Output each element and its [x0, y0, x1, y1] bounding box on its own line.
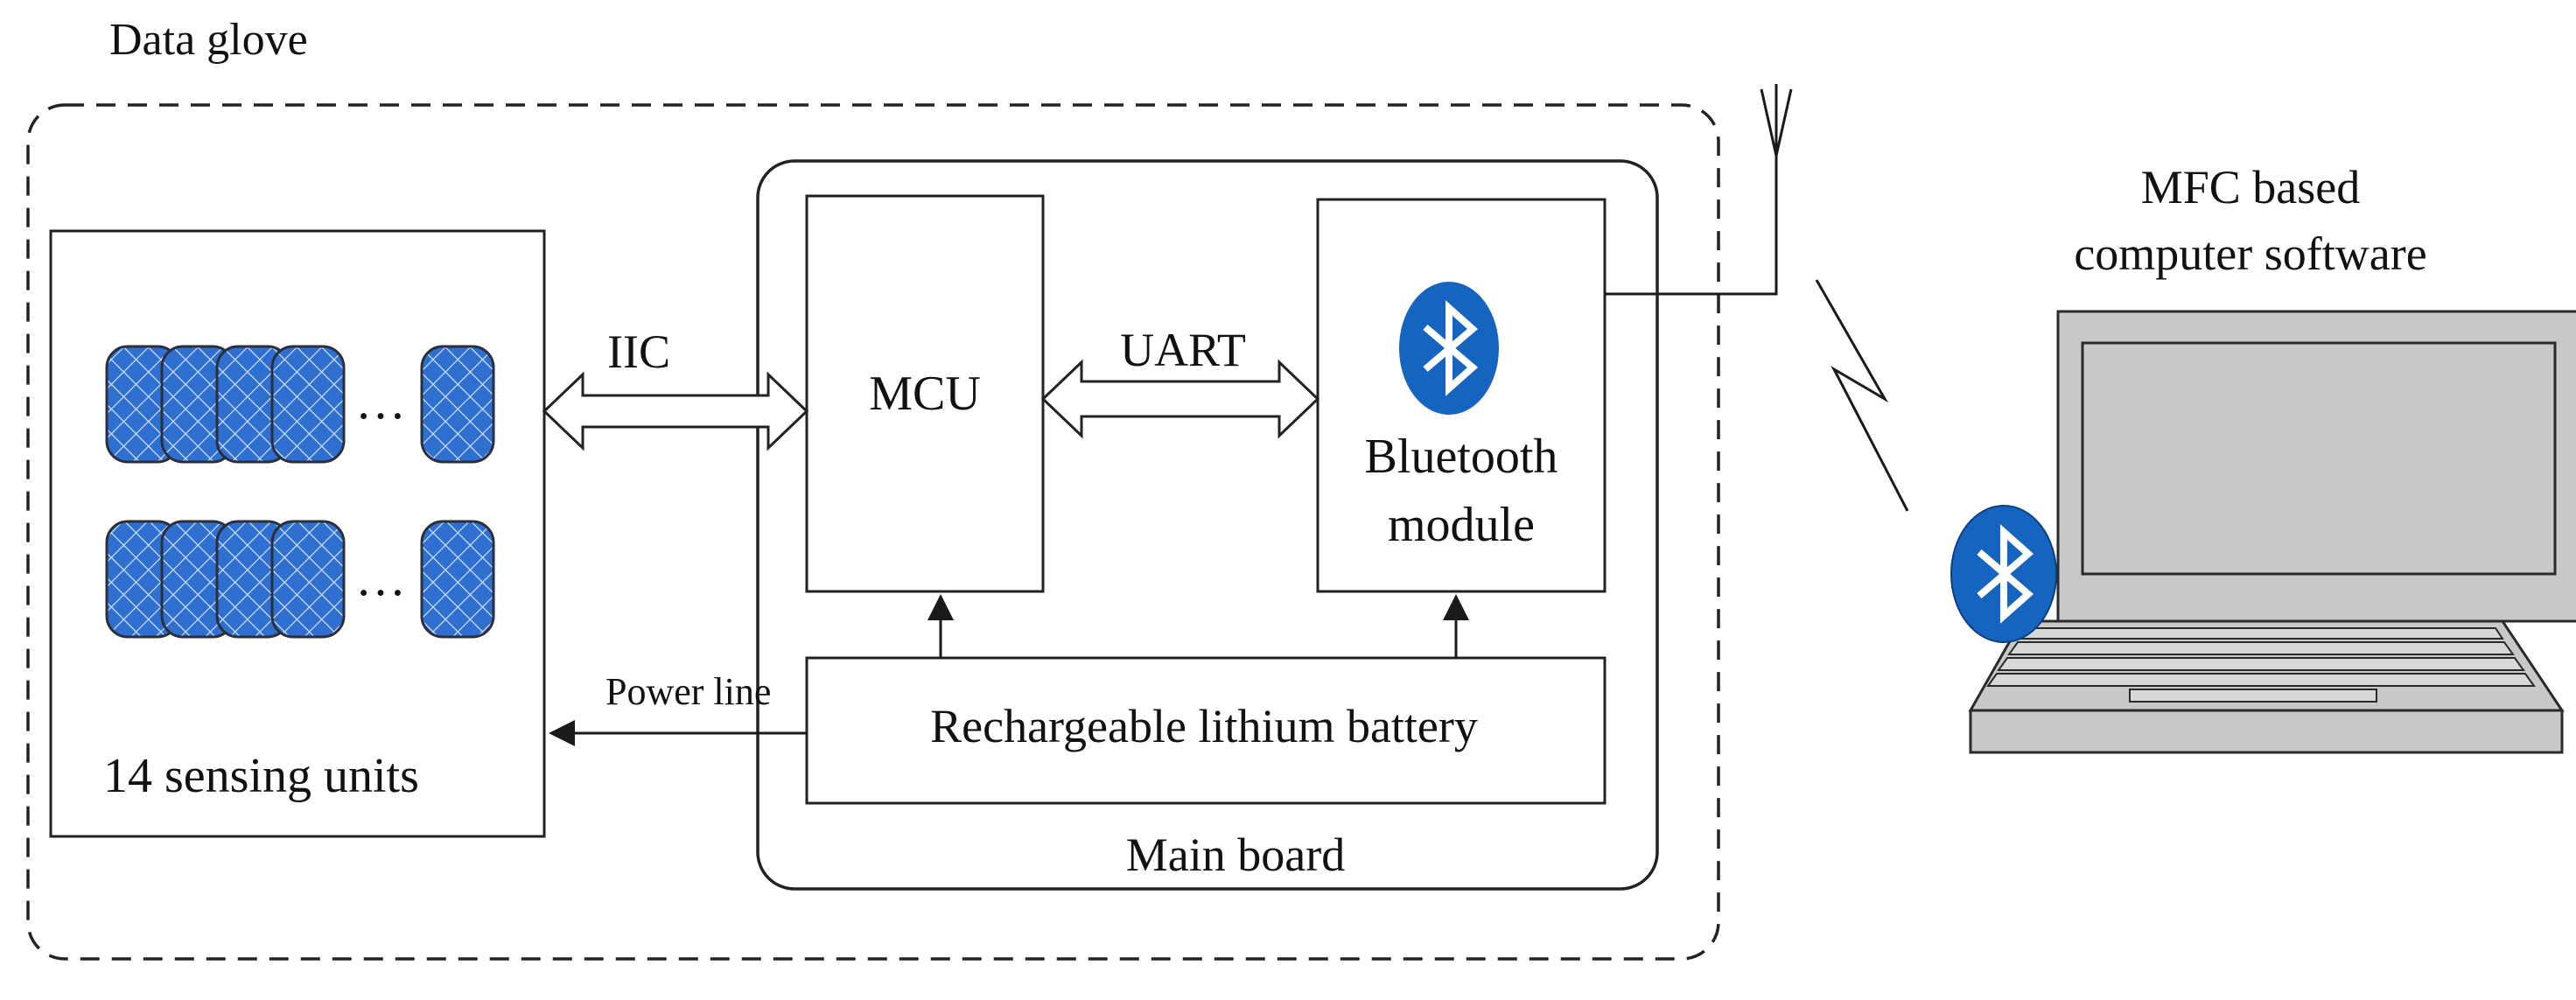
sensor-row-bottom: …	[105, 520, 495, 639]
pc-software-label-line1: MFC based	[2141, 161, 2361, 213]
lightning-zigzag-icon	[1815, 279, 1909, 512]
data-glove-boundary	[26, 103, 1720, 961]
bluetooth-icon	[1399, 282, 1499, 415]
mcu-box	[805, 194, 1045, 593]
battery-label: Rechargeable lithium battery	[930, 700, 1478, 752]
sensor-unit	[420, 345, 495, 464]
pc-software-label-line2: computer software	[2074, 227, 2426, 280]
bluetooth-icon	[1950, 505, 2057, 643]
bluetooth-module-label-line2: module	[1388, 498, 1535, 552]
iic-label: IIC	[607, 325, 670, 378]
sensing-units-label: 14 sensing units	[103, 749, 419, 803]
data-glove-title: Data glove	[109, 15, 308, 65]
uart-label: UART	[1120, 324, 1246, 376]
iic-bidirectional-arrow	[542, 371, 809, 451]
battery-box	[805, 656, 1606, 805]
sensor-ellipsis: …	[355, 549, 406, 606]
sensor-row-top: …	[105, 345, 495, 464]
main-board-label: Main board	[1126, 829, 1345, 881]
sensor-unit	[270, 345, 346, 464]
sensor-ellipsis: …	[355, 373, 406, 430]
main-board-box	[756, 159, 1659, 891]
sensor-unit	[420, 520, 495, 639]
bluetooth-module-label-line1: Bluetooth	[1365, 430, 1558, 484]
sensor-unit	[270, 520, 346, 639]
mcu-label: MCU	[869, 367, 981, 421]
power-line-label: Power line	[606, 670, 771, 713]
laptop-base	[1969, 709, 2564, 754]
laptop-icon	[1968, 310, 2576, 754]
antenna-icon	[1605, 84, 1793, 296]
uart-bidirectional-arrow	[1040, 359, 1320, 439]
laptop-screen	[2081, 341, 2557, 576]
